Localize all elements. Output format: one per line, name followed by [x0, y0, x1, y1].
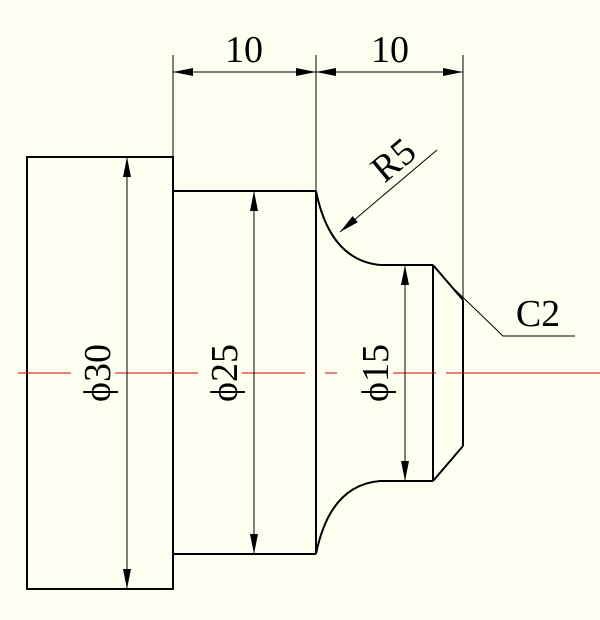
chamfer-label: C2 — [516, 293, 560, 335]
radius-leader — [339, 149, 438, 233]
fillet-top — [315, 190, 381, 266]
diameter-label-mid: ϕ25 — [204, 344, 246, 402]
diameter-label-small-group: ϕ15 — [349, 325, 397, 421]
chamfer-bottom — [432, 445, 464, 482]
diameter-label-large-group: ϕ30 — [71, 325, 119, 421]
diameter-label-mid-group: ϕ25 — [198, 325, 246, 421]
diameter-label-small: ϕ15 — [355, 344, 397, 402]
diameter-label-large: ϕ30 — [77, 344, 119, 402]
diameter-dimensions — [123, 157, 409, 589]
chamfer-leader — [446, 281, 575, 337]
length-right-label: 10 — [371, 29, 409, 71]
fillet-bottom — [315, 480, 381, 555]
length-left-label: 10 — [225, 29, 263, 71]
part-outline — [26, 156, 464, 590]
